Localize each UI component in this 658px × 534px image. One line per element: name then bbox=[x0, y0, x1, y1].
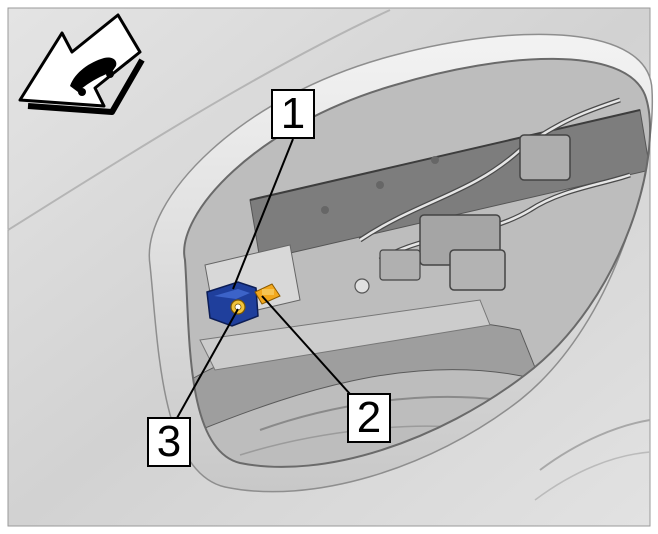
opening-edge bbox=[183, 57, 651, 468]
washer-component bbox=[230, 299, 246, 315]
callout-2: 2 bbox=[347, 393, 391, 443]
leader-line-2 bbox=[261, 295, 351, 395]
callout-3: 3 bbox=[147, 417, 191, 467]
lower-crease bbox=[539, 419, 651, 471]
leader-line-1 bbox=[232, 138, 294, 290]
callout-1: 1 bbox=[271, 89, 315, 139]
leader-line-3 bbox=[176, 308, 239, 419]
lower-crease-2 bbox=[534, 451, 651, 501]
fender-crease bbox=[7, 9, 391, 231]
vehicle-forward-arrow-icon bbox=[18, 13, 145, 115]
bolt-orange-component bbox=[254, 283, 281, 305]
